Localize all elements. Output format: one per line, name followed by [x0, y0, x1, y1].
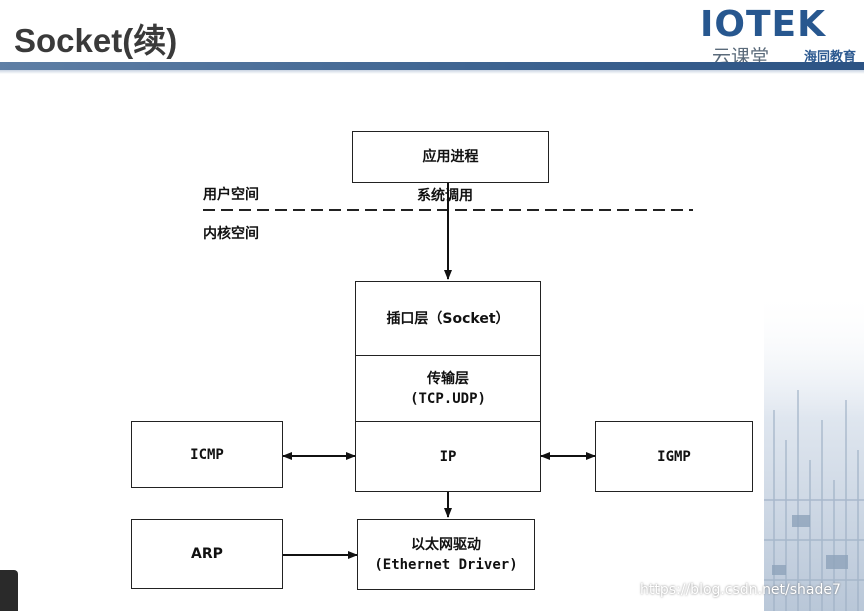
brand-logo: IOTEK 云课堂 海同教育 [700, 4, 860, 68]
ethernet-driver-label: 以太网驱动 [411, 536, 481, 553]
transport-layer-box: 传输层 (TCP.UDP) [355, 355, 541, 422]
app-process-box: 应用进程 [352, 131, 549, 183]
logo-brand-text: IOTEK [700, 4, 827, 45]
user-space-label: 用户空间 [203, 187, 259, 203]
transport-layer-label: 传输层 [427, 370, 469, 387]
syscall-label: 系统调用 [417, 188, 473, 204]
ethernet-driver-box: 以太网驱动 (Ethernet Driver) [357, 519, 535, 590]
circuit-background [764, 290, 864, 611]
ethernet-driver-english: (Ethernet Driver) [374, 556, 518, 573]
igmp-box: IGMP [595, 421, 753, 492]
header-bar [0, 62, 864, 70]
icmp-box: ICMP [131, 421, 283, 488]
socket-layer-label: 插口层（Socket） [386, 310, 510, 327]
logo-sub-right: 海同教育 [804, 50, 857, 65]
app-process-label: 应用进程 [422, 149, 479, 165]
ip-layer-label: IP [439, 448, 457, 465]
watermark: https://blog.csdn.net/shade7 [640, 582, 841, 598]
igmp-label: IGMP [657, 448, 691, 465]
corner-tab[interactable] [0, 570, 18, 611]
transport-layer-protocols: (TCP.UDP) [410, 390, 486, 407]
slide-title: Socket(续) [14, 22, 178, 59]
header-bar-shadow [0, 70, 864, 74]
arp-box: ARP [131, 519, 283, 589]
arp-label: ARP [191, 546, 223, 562]
socket-layer-box: 插口层（Socket） [355, 281, 541, 356]
icmp-label: ICMP [190, 446, 224, 463]
kernel-space-label: 内核空间 [203, 226, 259, 242]
ip-layer-box: IP [355, 421, 541, 492]
